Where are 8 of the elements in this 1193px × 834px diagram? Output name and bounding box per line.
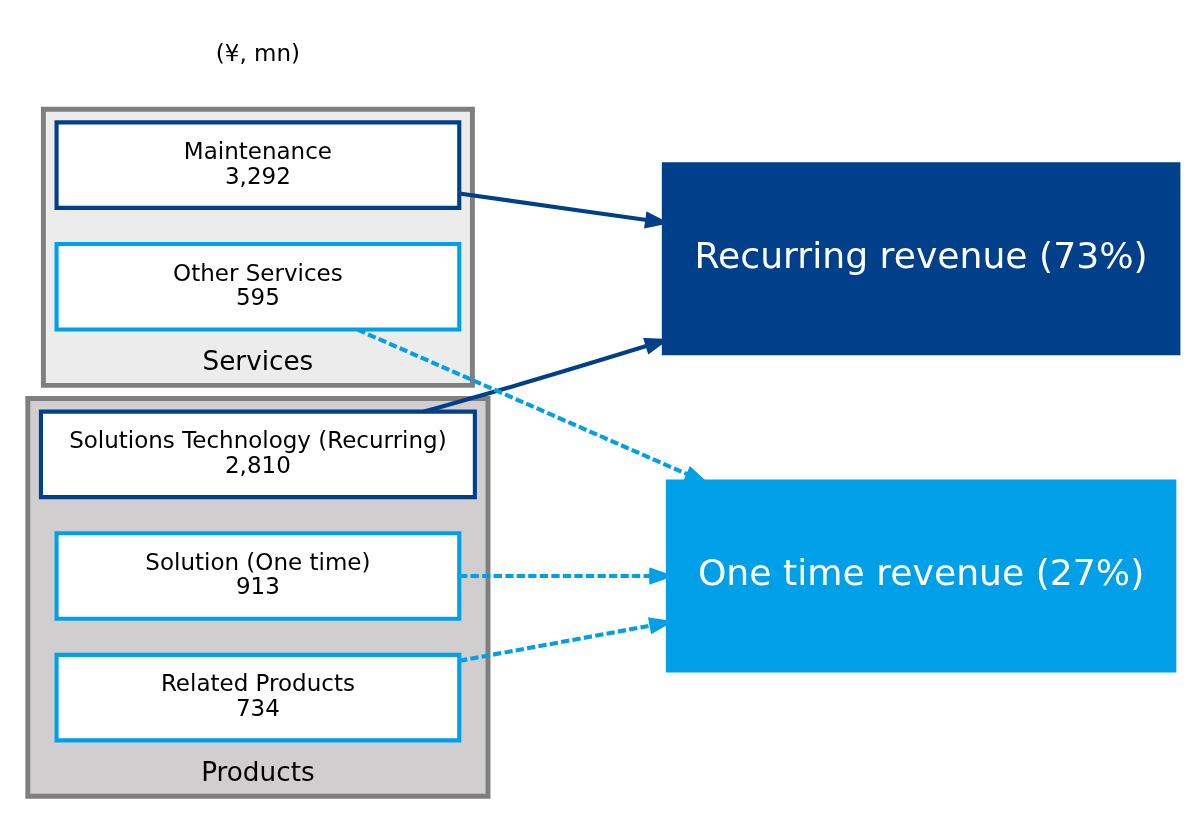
label: (¥, mn) <box>215 40 300 67</box>
node-box: Other Services 595 <box>54 241 462 332</box>
node-box: Solutions Technology (Recurring) 2,810 <box>38 409 477 500</box>
node-box: Solution (One time) 913 <box>54 531 462 621</box>
node-box: Recurring revenue (73%) <box>661 162 1181 356</box>
node-box: One time revenue (27%) <box>665 479 1177 673</box>
node-box: Related Products 734 <box>54 652 462 743</box>
node-box: Maintenance 3,292 <box>54 120 462 210</box>
